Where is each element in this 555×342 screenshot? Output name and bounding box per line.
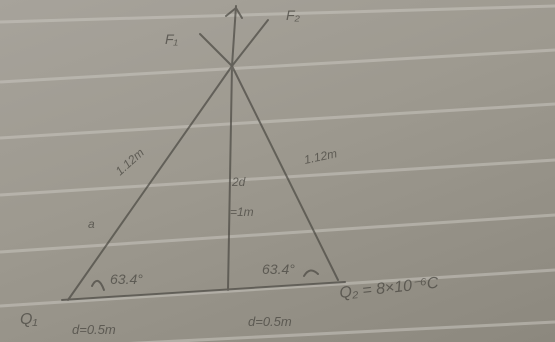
label-right-base: d=0.5m: [248, 314, 292, 329]
rule-lines: [0, 4, 555, 342]
rule-line: [0, 158, 555, 197]
label-f2: F₂: [286, 7, 301, 23]
right-side-line: [231, 65, 339, 281]
label-left-angle: 63.4°: [110, 271, 143, 287]
label-right-angle: 63.4°: [262, 261, 295, 277]
rule-line: [0, 213, 555, 254]
label-left-charge: Q₁: [20, 311, 38, 328]
label-left-side: 1.12m: [113, 146, 147, 179]
base-line: [61, 281, 346, 301]
label-left-letter: a: [88, 217, 95, 231]
rule-line: [0, 48, 555, 84]
rule-line: [128, 320, 555, 342]
left-side-line: [67, 65, 233, 301]
force-vector-up: [231, 5, 237, 67]
height-line: [227, 65, 233, 291]
rule-line: [0, 102, 555, 140]
left-angle-arc: [91, 279, 105, 291]
label-height-value: =1m: [230, 205, 254, 219]
force-vector-f2: [231, 19, 269, 67]
rule-line: [0, 4, 555, 24]
right-angle-arc: [303, 269, 319, 277]
label-height-symbol: 2d: [231, 175, 246, 189]
triangle: [61, 5, 346, 301]
label-right-side: 1.12m: [303, 146, 339, 167]
label-left-base: d=0.5m: [72, 322, 116, 337]
arrow-head: [225, 6, 243, 19]
label-f1: F₁: [165, 31, 179, 47]
rule-line: [0, 268, 555, 308]
force-vector-f1: [199, 33, 233, 67]
label-right-charge: Q₂ = 8×10⁻⁶C: [339, 275, 440, 302]
